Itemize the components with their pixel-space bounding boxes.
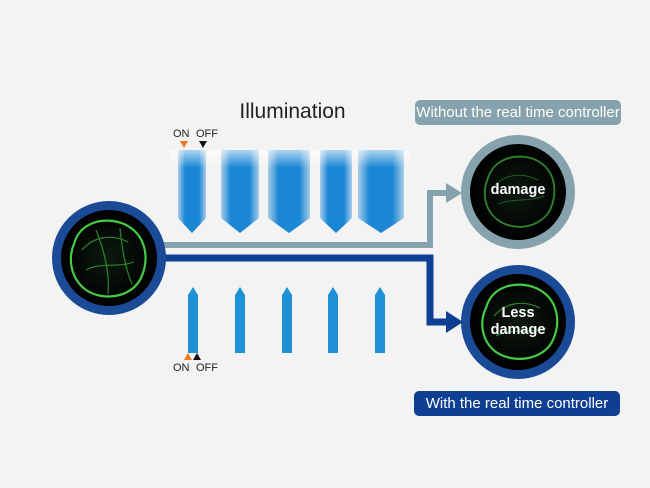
without-controller-label: Without the real time controller [415,100,621,125]
illumination-title: Illumination [239,100,346,123]
source-cell [52,201,166,315]
less-damage-line1: Less [501,305,535,321]
bottom-on-marker [184,353,192,360]
bottom-on-label: ON [173,362,190,374]
blue-path [155,254,463,333]
less-damage-cell [461,265,575,379]
grey-path [155,183,462,248]
bottom-bar-2 [235,287,245,353]
top-illumination-bars [170,150,410,233]
bottom-off-marker [193,353,201,360]
top-on-label: ON [173,128,190,140]
grey-arrowhead [446,183,462,203]
less-damage-line2: damage [490,322,546,338]
bottom-bar-5 [375,287,385,353]
with-controller-label: With the real time controller [414,391,620,416]
bottom-bar-1 [188,287,198,353]
top-off-label: OFF [196,128,218,140]
damage-text: damage [490,182,546,198]
top-off-marker [199,141,207,148]
top-on-marker [180,141,188,148]
bottom-bar-3 [282,287,292,353]
damage-cell [461,135,575,249]
bottom-bar-4 [328,287,338,353]
blue-arrowhead [446,311,463,333]
bottom-illumination-bars [188,287,385,353]
bottom-off-label: OFF [196,362,218,374]
